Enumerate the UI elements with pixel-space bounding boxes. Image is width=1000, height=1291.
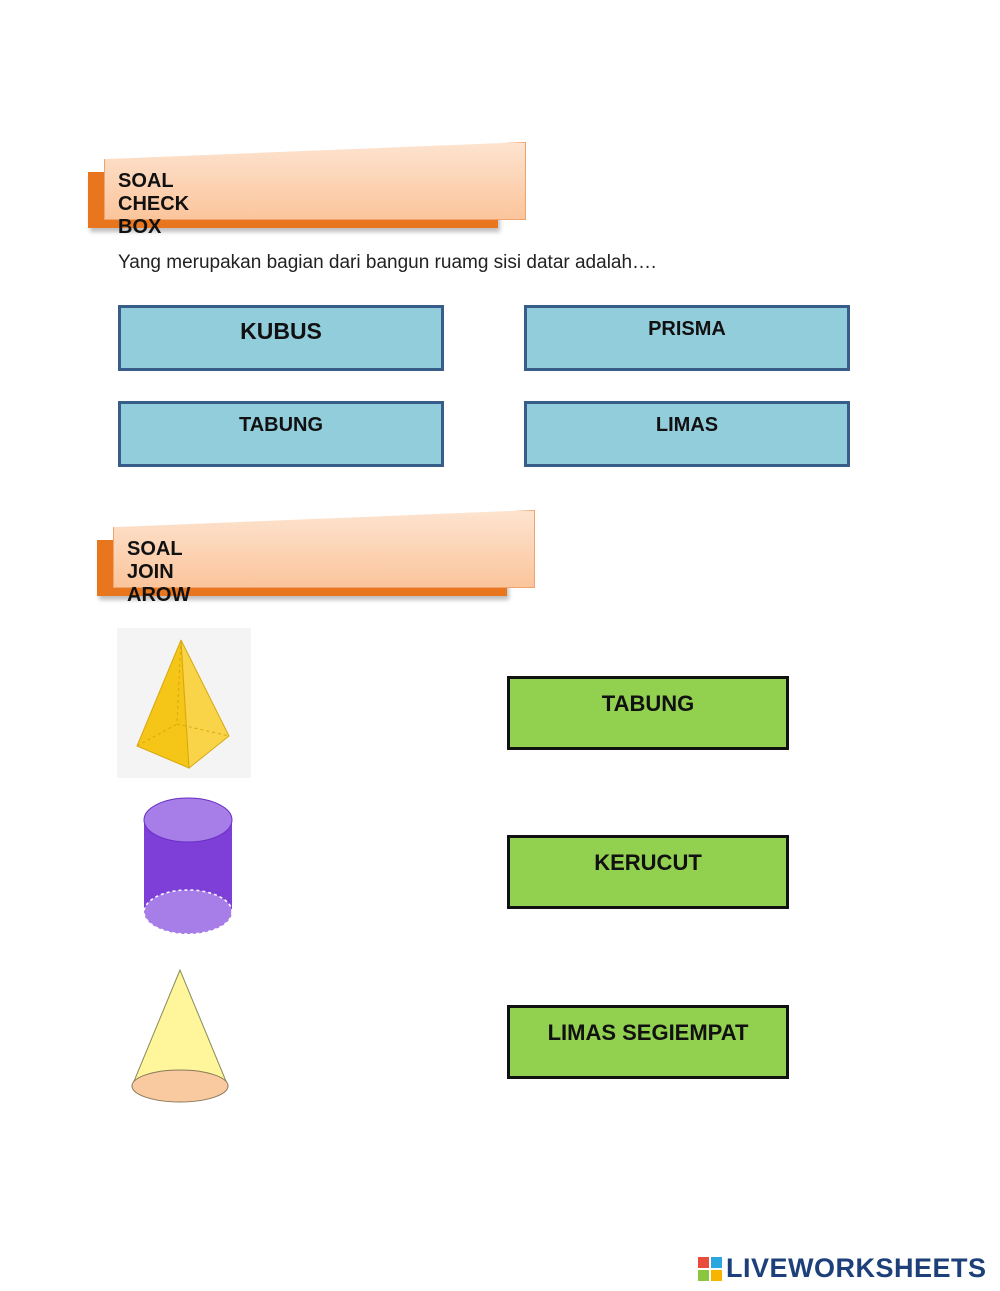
answer-label: LIMAS SEGIEMPAT bbox=[547, 1020, 749, 1045]
logo-text: LIVEWORKSHEETS bbox=[726, 1253, 987, 1283]
choice-label: KUBUS bbox=[240, 318, 322, 344]
logo-blocks-icon bbox=[698, 1256, 722, 1281]
answer-tabung[interactable]: TABUNG bbox=[507, 676, 789, 750]
answer-limas-segiempat[interactable]: LIMAS SEGIEMPAT bbox=[507, 1005, 789, 1079]
answer-kerucut[interactable]: KERUCUT bbox=[507, 835, 789, 909]
choice-kubus[interactable]: KUBUS bbox=[118, 305, 444, 371]
choice-tabung[interactable]: TABUNG bbox=[118, 401, 444, 467]
section-title: SOAL JOIN AROW bbox=[127, 538, 191, 606]
pyramid-icon[interactable] bbox=[117, 628, 251, 778]
choice-prisma[interactable]: PRISMA bbox=[524, 305, 850, 371]
question-text: Yang merupakan bagian dari bangun ruamg … bbox=[118, 252, 657, 273]
choice-label: LIMAS bbox=[655, 414, 719, 436]
answer-label: KERUCUT bbox=[594, 850, 702, 875]
choice-label: PRISMA bbox=[648, 318, 726, 340]
liveworksheets-logo: LIVEWORKSHEETS bbox=[698, 1253, 987, 1284]
choice-limas[interactable]: LIMAS bbox=[524, 401, 850, 467]
answer-label: TABUNG bbox=[601, 691, 695, 716]
section-title: SOAL CHECK BOX bbox=[118, 170, 190, 238]
cone-icon[interactable] bbox=[128, 966, 232, 1108]
cylinder-icon[interactable] bbox=[140, 796, 236, 936]
choice-label: TABUNG bbox=[238, 414, 324, 436]
